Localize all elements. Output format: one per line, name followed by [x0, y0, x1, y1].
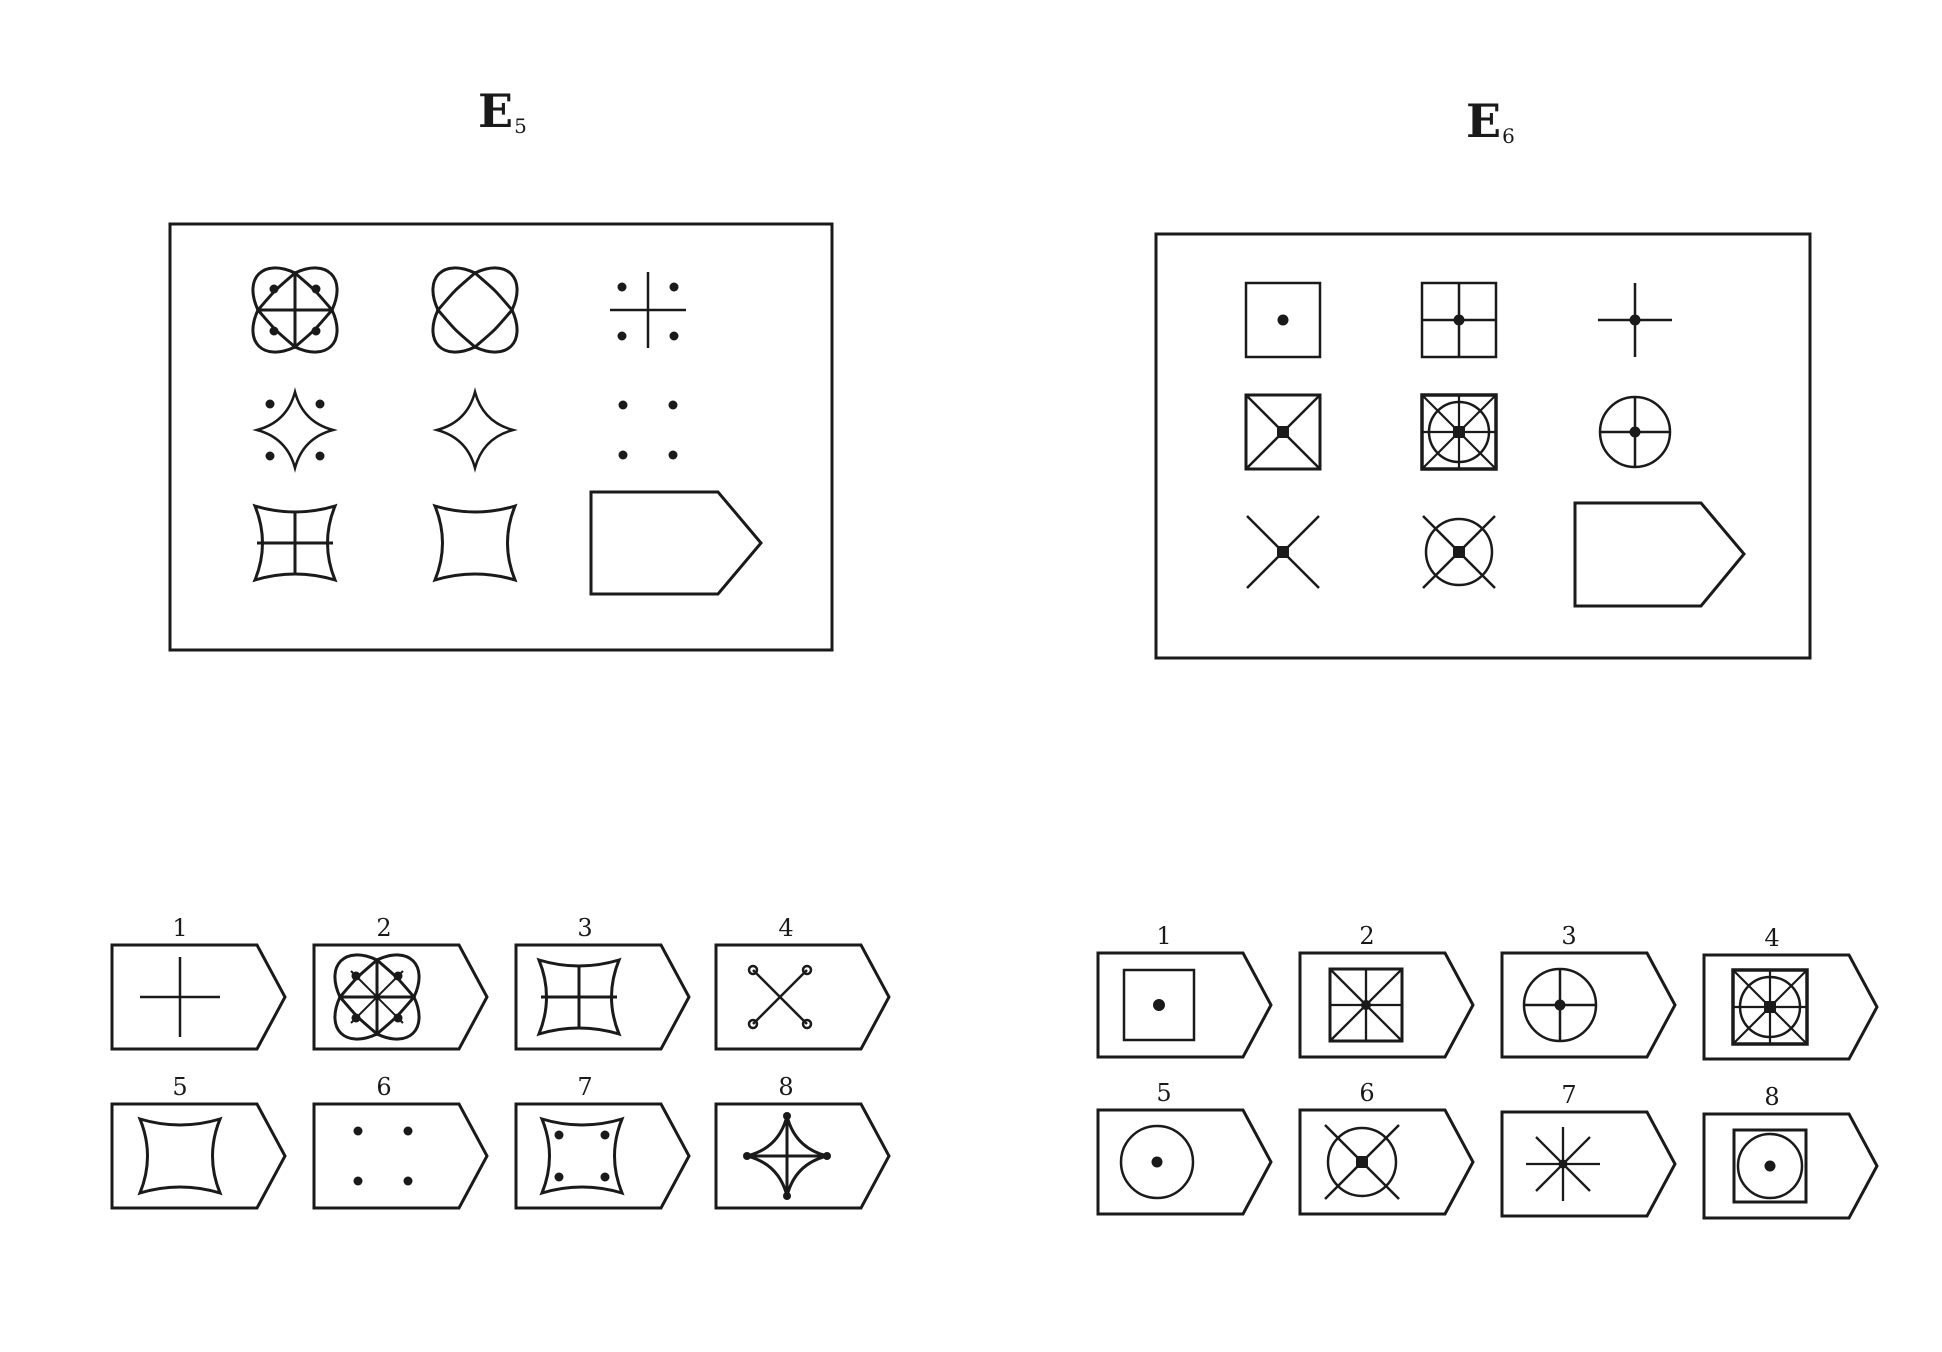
option-numbers-e6: 1 2 3 4 5 6 7 8 [1156, 922, 1779, 1111]
option-number-e6-5: 5 [1156, 1079, 1171, 1107]
answer-option-e5-2[interactable] [312, 943, 489, 1051]
option-number-e5-2: 2 [376, 914, 391, 942]
option-number-e5-7: 7 [577, 1073, 592, 1101]
matrix-panel-e5 [168, 222, 834, 652]
option-number-e5-5: 5 [172, 1073, 187, 1101]
option-number-e5-1: 1 [172, 914, 187, 942]
option-number-e6-4: 4 [1764, 924, 1779, 952]
matrix-cell-e6-r1c3 [1598, 283, 1672, 357]
matrix-panel-e6 [1154, 232, 1812, 660]
matrix-cell-e5-r2c3 [618, 400, 678, 460]
option-number-e6-2: 2 [1359, 922, 1374, 950]
matrix-cell-e5-r3c1 [252, 503, 338, 583]
answer-options-e6 [1096, 951, 1879, 1220]
answer-options-e5 [110, 943, 891, 1210]
option-number-e5-8: 8 [778, 1073, 793, 1101]
option-number-e5-3: 3 [577, 914, 592, 942]
option-number-e5-6: 6 [376, 1073, 391, 1101]
matrix-cell-e6-r1c2 [1420, 281, 1498, 359]
answer-option-e6-8[interactable] [1702, 1112, 1879, 1220]
matrix-missing-slot-e5 [589, 490, 763, 596]
answer-option-e6-3[interactable] [1500, 951, 1677, 1059]
matrix-cell-e5-r1c1 [251, 266, 339, 354]
option-number-e6-6: 6 [1359, 1079, 1374, 1107]
answer-option-e5-7[interactable] [514, 1102, 691, 1210]
answer-option-e5-8[interactable] [714, 1102, 891, 1210]
answer-option-e5-5[interactable] [110, 1102, 287, 1210]
matrix-cell-e6-r3c1 [1246, 515, 1320, 589]
answer-option-e6-6[interactable] [1298, 1108, 1475, 1216]
matrix-cell-e5-r1c2 [431, 266, 519, 354]
matrix-missing-slot-e6 [1573, 501, 1746, 608]
answer-option-e6-7[interactable] [1500, 1110, 1677, 1218]
puzzle-title-e5: E5 [478, 84, 527, 138]
answer-option-e6-1[interactable] [1096, 951, 1273, 1059]
matrix-cell-e6-r1c1 [1244, 281, 1322, 359]
answer-option-e6-4[interactable] [1702, 953, 1879, 1061]
option-numbers-e5: 1 2 3 4 5 6 7 8 [172, 914, 793, 1101]
option-number-e6-8: 8 [1764, 1083, 1779, 1111]
option-number-e6-3: 3 [1561, 922, 1576, 950]
answer-option-e6-5[interactable] [1096, 1108, 1273, 1216]
matrix-cell-e5-r2c2 [432, 387, 518, 473]
answer-option-e5-6[interactable] [312, 1102, 489, 1210]
answer-option-e5-3[interactable] [514, 943, 691, 1051]
matrix-cell-e6-r2c1 [1244, 393, 1322, 471]
matrix-cell-e5-r2c1 [252, 387, 338, 473]
answer-option-e5-1[interactable] [110, 943, 287, 1051]
matrix-cell-e5-r1c3 [610, 272, 686, 348]
option-number-e5-4: 4 [778, 914, 793, 942]
option-number-e6-1: 1 [1156, 922, 1171, 950]
option-number-e6-7: 7 [1561, 1081, 1576, 1109]
answer-option-e5-4[interactable] [714, 943, 891, 1051]
matrix-cell-e6-r2c3 [1598, 395, 1672, 469]
matrix-cell-e6-r2c2 [1420, 393, 1498, 471]
answer-option-e6-2[interactable] [1298, 951, 1475, 1059]
matrix-cell-e5-r3c2 [432, 503, 518, 583]
puzzle-title-e6: E6 [1466, 94, 1515, 148]
matrix-cell-e6-r3c2 [1422, 515, 1496, 589]
